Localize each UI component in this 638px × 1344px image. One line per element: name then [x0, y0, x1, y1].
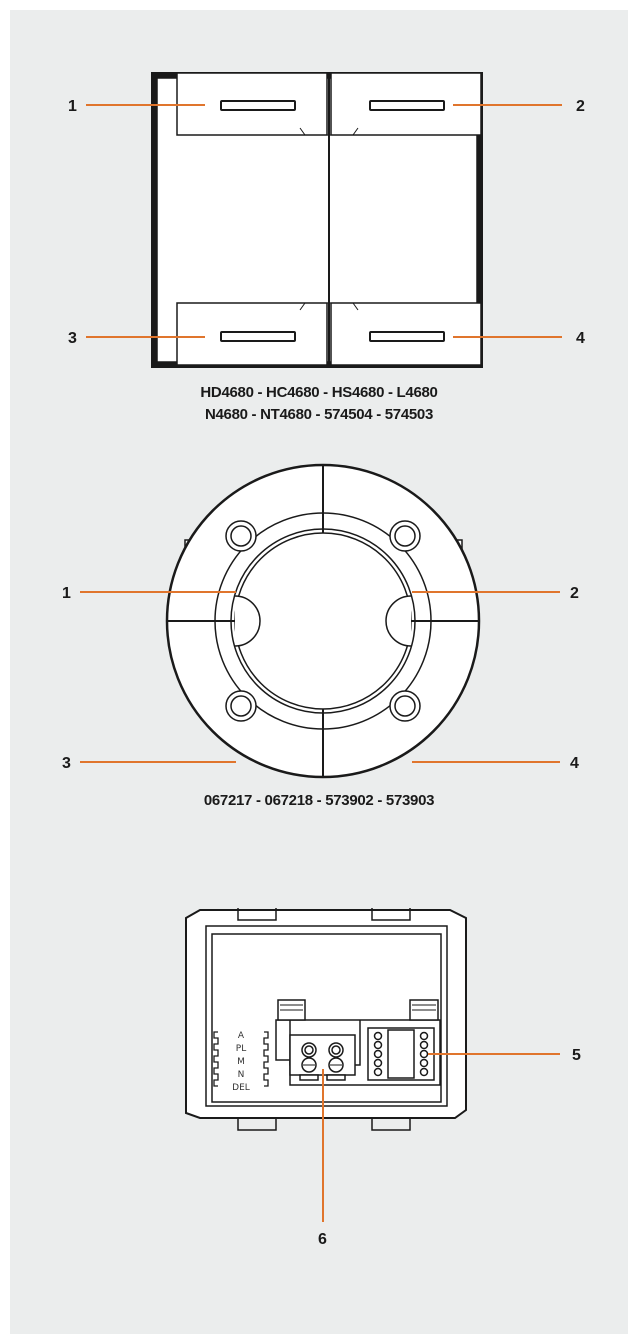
callout-2: 2 — [570, 585, 579, 602]
callout-2: 2 — [576, 98, 585, 115]
figure1-caption-line2: N4680 - NT4680 - 574504 - 574503 — [204, 406, 434, 423]
terminal-label-m: M — [237, 1057, 245, 1067]
callout-3: 3 — [62, 755, 71, 772]
figure3-leaders — [322, 1053, 560, 1222]
terminal-label-n: N — [238, 1070, 245, 1080]
callout-1: 1 — [68, 98, 77, 115]
square-cover-device — [151, 72, 483, 368]
figure1-caption: HD4680 - HC4680 - HS4680 - L4680 N4680 -… — [0, 382, 638, 426]
callout-5: 5 — [572, 1047, 581, 1064]
figure1-leaders — [86, 104, 562, 338]
round-cover-device — [165, 463, 481, 779]
callout-4: 4 — [570, 755, 579, 772]
module-rear-device — [185, 908, 467, 1131]
terminal-label-a: A — [238, 1031, 245, 1041]
figure2-caption: 067217 - 067218 - 573902 - 573903 — [203, 792, 435, 809]
figure2-leaders — [80, 591, 560, 763]
figure1-caption-line1: HD4680 - HC4680 - HS4680 - L4680 — [200, 384, 438, 401]
callout-4: 4 — [576, 330, 585, 347]
callout-1: 1 — [62, 585, 71, 602]
callout-3: 3 — [68, 330, 77, 347]
terminal-label-pl: PL — [236, 1044, 246, 1054]
terminal-label-del: DEL — [232, 1083, 250, 1093]
callout-6: 6 — [318, 1231, 327, 1248]
